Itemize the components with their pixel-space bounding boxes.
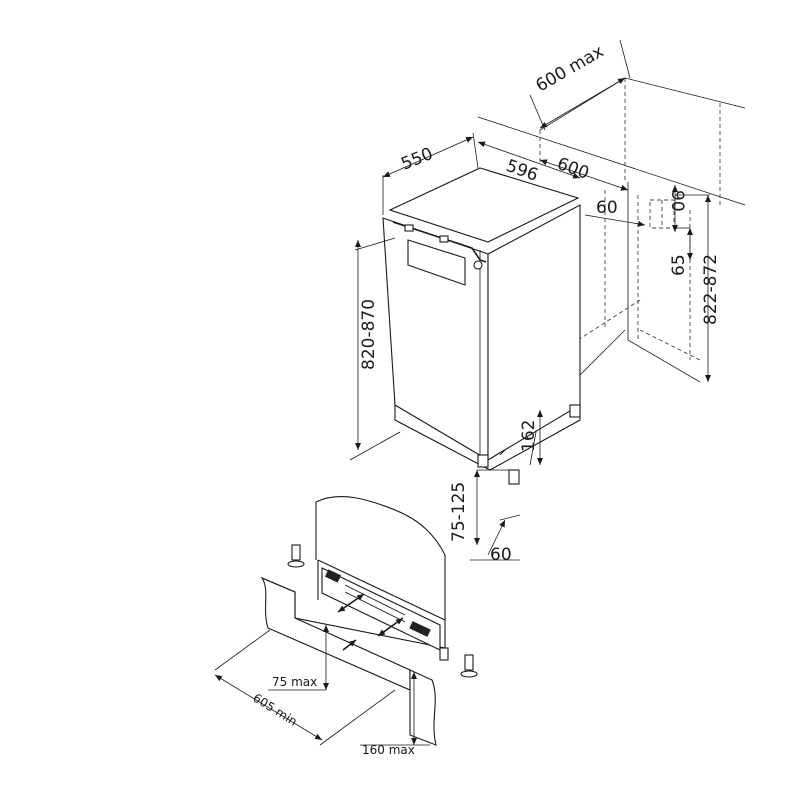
label-822-872: 822-872 [701, 254, 721, 325]
plinth-detail [260, 495, 478, 746]
label-605-min: 605 min [250, 691, 299, 729]
label-600-max: 600 max [533, 42, 608, 97]
dimension-lines [349, 39, 711, 561]
label-162: 162 [519, 420, 539, 452]
label-160-max: 160 max [362, 743, 415, 757]
label-90: 90 [667, 190, 687, 212]
label-600: 600 [554, 154, 591, 184]
label-75-125: 75-125 [449, 482, 469, 542]
appliance [382, 167, 581, 485]
label-75-max: 75 max [272, 675, 317, 689]
label-60-setback: 60 [490, 545, 512, 565]
label-820-870: 820-870 [359, 299, 379, 370]
label-550: 550 [398, 144, 436, 175]
plinth-dimension-lines [214, 625, 430, 746]
label-65: 65 [669, 254, 689, 276]
label-60-vent: 60 [596, 198, 618, 218]
